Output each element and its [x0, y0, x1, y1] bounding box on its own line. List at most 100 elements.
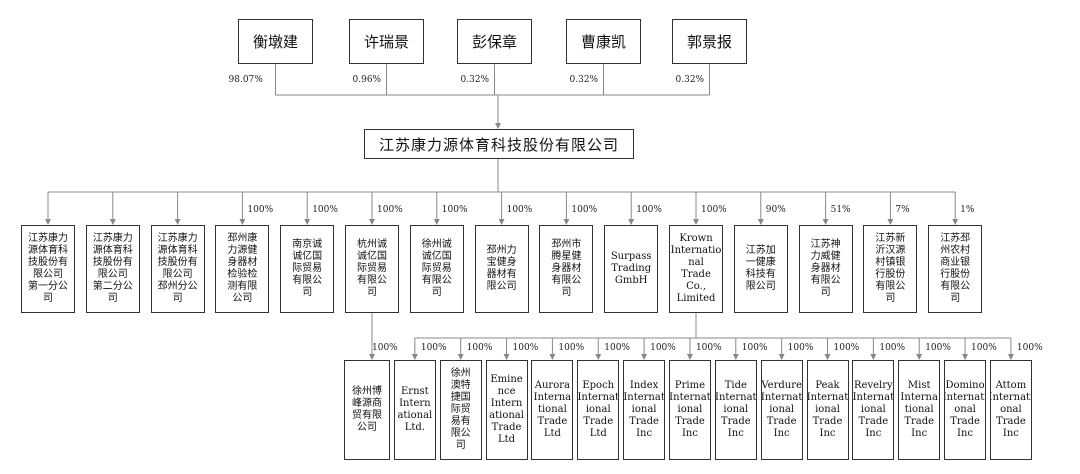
grandchild-box: Peak Internat ional Trade Inc	[806, 360, 849, 460]
subsidiary-box: 江苏康力 源体育科 技股份有 限公司 第一分公 司	[21, 225, 75, 313]
subsidiary-box: 江苏康力 源体育科 技股份有 限公司 邳州分公 司	[150, 225, 205, 313]
arrow-head	[686, 354, 693, 360]
subsidiary-box: 徐州诚 诚亿国 际贸易 有限公 司	[409, 225, 464, 313]
grandchild-box-label: Aurora Interna tional Trade Ltd	[533, 380, 572, 439]
shareholder-box-label: 郭景报	[686, 33, 732, 51]
grandchild-box: Mist Interna tional Trade Inc	[898, 360, 941, 460]
grandchild-percentage: 100%	[1016, 343, 1043, 353]
grandchild-box-label: Tide Internat ional Trade Inc	[715, 380, 757, 439]
grandchild-percentage: 100%	[971, 343, 997, 353]
subsidiary-percentage: 100%	[636, 205, 662, 215]
shareholder-percentage: 0.32%	[569, 75, 599, 85]
shareholder-percentage: 98.07%	[228, 75, 263, 85]
grandchild-percentage: 100%	[695, 343, 722, 353]
grandchild-box: Epoch Internat ional Trade Ltd	[577, 360, 620, 460]
grandchild-box-label: 徐州博 峰源商 贸有限 公司	[352, 386, 382, 433]
grandchild-box-label: Prime Internat ional Trade Inc	[669, 380, 711, 439]
grandchild-percentage: 100%	[512, 343, 539, 353]
subsidiary-percentage: 100%	[701, 205, 727, 215]
subsidiary-percentage: 100%	[312, 205, 338, 215]
subsidiary-box: 江苏邳 州农村 商业银 行股份 有限公 司	[928, 225, 983, 313]
grandchild-box: Domino Internati onal Trade Inc	[944, 360, 987, 460]
arrow-head	[549, 354, 556, 360]
grandchild-box: Verdure Internat ional Trade Inc	[760, 360, 803, 460]
subsidiary-box-label: Surpass Trading GmbH	[610, 251, 652, 286]
subsidiary-box-label: 邳州市 腾星健 身器材 有限公 司	[551, 239, 582, 298]
shareholder-percentage: 0.32%	[460, 75, 490, 85]
subsidiary-percentage: 7%	[895, 205, 910, 215]
arrow-head	[824, 354, 831, 360]
subsidiary-box-label: Krown Internatio nal Trade Co., Limited	[670, 233, 722, 304]
arrow-head	[870, 354, 877, 360]
subsidiary-box: Surpass Trading GmbH	[604, 225, 659, 313]
grandchild-box-label: Domino Internati onal Trade Inc	[944, 380, 987, 439]
grandchild-box: Tide Internat ional Trade Inc	[714, 360, 757, 460]
shareholder-percentage: 0.96%	[352, 75, 382, 85]
subsidiary-box-label: 江苏神 力威健 身器材 有限公 司	[810, 239, 841, 298]
subsidiary-percentage: 1%	[960, 205, 975, 215]
grandchild-box: Ernst Intern ational Ltd.	[393, 360, 436, 460]
subsidiary-box-label: 江苏康力 源体育科 技股份有 限公司 邳州分公 司	[157, 233, 198, 304]
grandchild-box: Attom Internati onal Trade Inc	[989, 360, 1032, 460]
grandchild-box-label: Ernst Intern ational Ltd.	[397, 386, 433, 433]
grandchild-box-label: Index Internat ional Trade Inc	[623, 380, 665, 439]
arrow-head	[916, 354, 923, 360]
subsidiary-box-label: 杭州诚 诚亿国 际贸易 有限公 司	[357, 239, 387, 298]
shareholder-box: 衡墩建	[238, 19, 313, 64]
grandchild-box: Revelry Internat ional Trade Inc	[852, 360, 895, 460]
grandchild-box-label: Verdure Internat ional Trade Inc	[760, 380, 803, 439]
grandchild-box: Emine nce Intern ational Trade Ltd	[485, 360, 528, 460]
arrow-head	[503, 354, 510, 360]
subsidiary-box-label: 江苏新 沂汉源 村镇银 行股份 有限公 司	[875, 233, 906, 304]
subsidiary-box-label: 南京诚 诚亿国 际贸易 有限公 司	[292, 239, 323, 298]
company-box: 江苏康力源体育科技股份有限公司	[364, 129, 634, 159]
subsidiary-box-label: 邳州康 力源健 身器材 检验检 测有限 公司	[227, 233, 258, 304]
subsidiary-box-label: 江苏康力 源体育科 技股份有 限公司 第一分公 司	[28, 233, 68, 304]
shareholder-box-label: 曹康凯	[580, 33, 626, 51]
subsidiary-percentage: 100%	[571, 205, 598, 215]
arrow-head	[628, 219, 635, 225]
grandchild-percentage: 100%	[925, 343, 951, 353]
grandchild-percentage: 100%	[833, 343, 860, 353]
shareholder-box-label: 许瑞景	[363, 33, 409, 51]
grandchild-box: 徐州博 峰源商 贸有限 公司	[344, 360, 390, 460]
grandchild-percentage: 100%	[420, 343, 447, 353]
subsidiary-box: Krown Internatio nal Trade Co., Limited	[669, 225, 723, 313]
subsidiary-box: 杭州诚 诚亿国 际贸易 有限公 司	[345, 225, 399, 313]
subsidiary-box-label: 邳州力 宝健身 器材有 限公司	[486, 245, 517, 292]
arrow-head	[887, 219, 894, 225]
arrow-head	[962, 354, 969, 360]
shareholder-percentage: 0.32%	[675, 75, 705, 85]
arrow-head	[732, 354, 739, 360]
subsidiary-percentage: 51%	[830, 205, 851, 215]
arrow-head	[595, 354, 602, 360]
arrow-head	[411, 354, 418, 360]
grandchild-box-label: 徐州 澳特 捷国 际贸 易有 限公 司	[450, 368, 471, 451]
grandchild-percentage: 100%	[604, 343, 630, 353]
arrow-head	[457, 354, 464, 360]
grandchild-percentage: 100%	[558, 343, 585, 353]
subsidiary-box: 邳州市 腾星健 身器材 有限公 司	[539, 225, 594, 313]
subsidiary-percentage: 100%	[247, 205, 274, 215]
grandchild-percentage: 100%	[650, 343, 676, 353]
arrow-head	[433, 219, 440, 225]
shareholder-box-label: 彭保章	[471, 33, 517, 51]
grandchild-box: 徐州 澳特 捷国 际贸 易有 限公 司	[439, 360, 482, 460]
grandchild-box-label: Mist Interna tional Trade Inc	[900, 380, 938, 439]
grandchild-box-label: Epoch Internat ional Trade Ltd	[577, 380, 620, 439]
arrow-head	[304, 219, 311, 225]
grandchild-box-label: Peak Internat ional Trade Inc	[806, 380, 849, 439]
arrow-head	[693, 219, 699, 225]
grandchild-box: Aurora Interna tional Trade Ltd	[531, 360, 574, 460]
arrow-head	[239, 219, 246, 225]
grandchild-box-label: Attom Internati onal Trade Inc	[989, 380, 1032, 439]
subsidiary-percentage: 100%	[441, 205, 468, 215]
subsidiary-box: 江苏康力 源体育科 技股份有 限公司 第二分公 司	[85, 225, 140, 313]
shareholder-box-label: 衡墩建	[252, 33, 298, 51]
subsidiary-box-label: 江苏邳 州农村 商业银 行股份 有限公 司	[940, 233, 971, 304]
arrow-head	[641, 354, 648, 360]
subsidiary-percentage: 100%	[506, 205, 533, 215]
arrow-head	[778, 354, 785, 360]
